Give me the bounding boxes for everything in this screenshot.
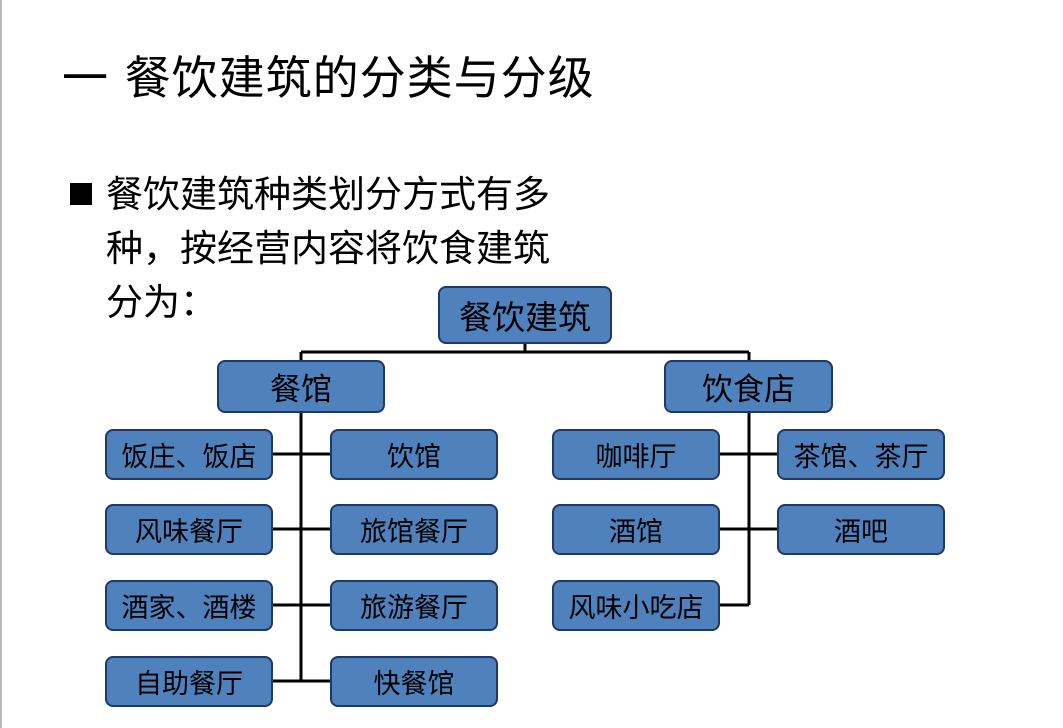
slide-left-border (0, 0, 2, 728)
node-jiujia-jiulou: 酒家、酒楼 (105, 580, 273, 631)
slide-title: 一 餐饮建筑的分类与分级 (62, 51, 595, 105)
node-lvguan-canting: 旅馆餐厅 (330, 504, 498, 555)
node-jiuguan: 酒馆 (552, 504, 720, 555)
node-lvyou-canting: 旅游餐厅 (330, 580, 498, 631)
square-bullet-icon (70, 183, 92, 205)
node-jiuba: 酒吧 (777, 504, 945, 555)
node-kuaicanguan: 快餐馆 (330, 656, 498, 707)
node-zizhu-canting: 自助餐厅 (105, 656, 273, 707)
node-yinshidian: 饮食店 (664, 360, 833, 413)
node-fanzhuang-fandian: 饭庄、饭店 (105, 429, 273, 480)
node-fengwei-xiaochidian: 风味小吃店 (552, 580, 720, 631)
bullet-text: 餐饮建筑种类划分方式有多种，按经营内容将饮食建筑分为： (106, 173, 550, 324)
node-kafeiting: 咖啡厅 (552, 429, 720, 480)
node-chaguan-chating: 茶馆、茶厅 (777, 429, 945, 480)
node-root: 餐饮建筑 (438, 286, 612, 344)
node-yinguan: 饮馆 (330, 429, 498, 480)
node-canguan: 餐馆 (217, 360, 385, 413)
node-fengwei-canting: 风味餐厅 (105, 504, 273, 555)
